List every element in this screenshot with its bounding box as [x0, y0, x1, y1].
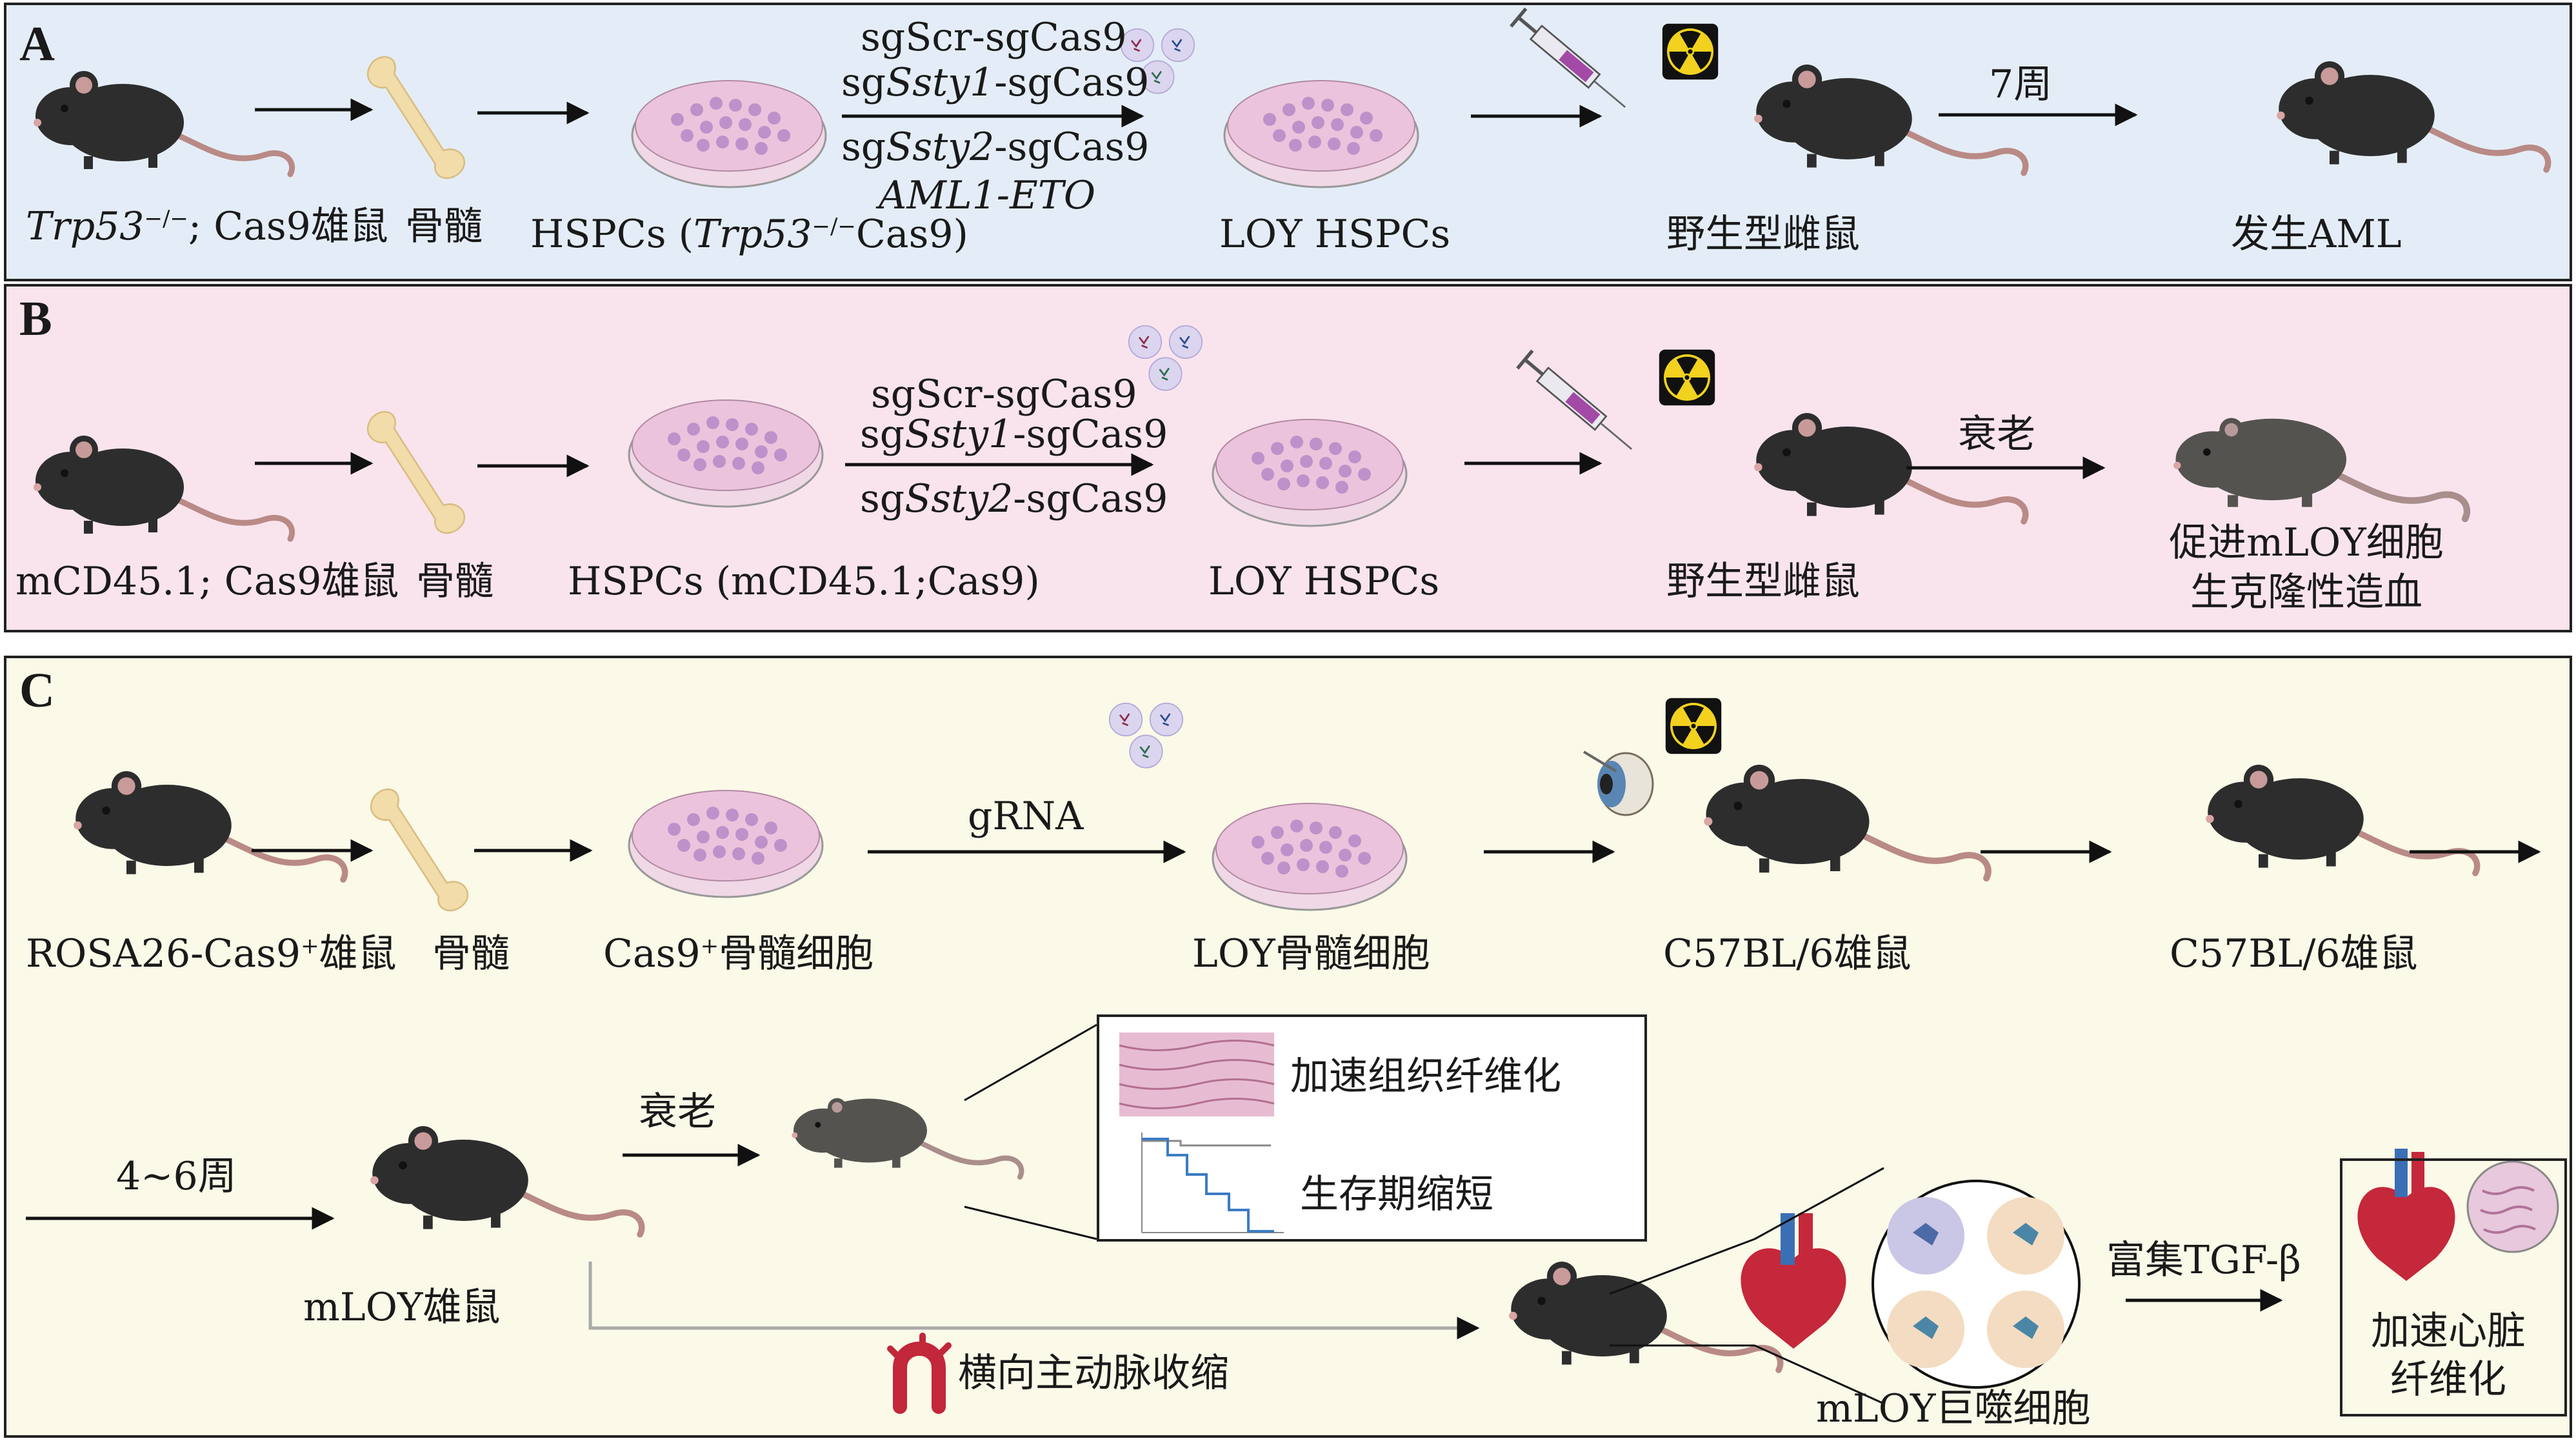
fibrotic-heart-icon: [2357, 1149, 2455, 1281]
panel-a-bone-label: 骨髓: [405, 204, 483, 249]
panel-a-sg-ssty2: sgSsty2-sgCas9: [841, 126, 1149, 168]
sg2-b-pre: sg: [860, 476, 905, 521]
panel-c-grna: gRNA: [968, 794, 1084, 839]
hspc-a-pre: HSPCs (: [530, 212, 694, 257]
panel-b-outcome-line2: 生克隆性造血: [2190, 570, 2422, 615]
panel-c-tgf: 富集TGF-β: [2106, 1238, 2301, 1283]
panel-c-macrophage: mLOY巨噬细胞: [1816, 1386, 2091, 1431]
panel-a-sg-ssty1: sgSsty1-sgCas9: [841, 61, 1149, 104]
donor-genotype-sup: −/−: [144, 206, 188, 232]
hspc-a-post: Cas9): [855, 212, 968, 257]
panel-b-sg-ssty2: sgSsty2-sgCas9: [860, 478, 1168, 520]
donor-c-pre: ROSA26-Cas9: [26, 931, 301, 976]
panel-c-recipient2: C57BL/6雄鼠: [2170, 931, 2418, 976]
panel-c-row2-drawings: [26, 1023, 2559, 1414]
panel-b-wt-label: 野生型雌鼠: [1666, 559, 1860, 604]
panel-a-letter: A: [19, 17, 55, 71]
panel-c-heart-line2: 纤维化: [2390, 1357, 2506, 1402]
panel-c-row1-drawings: [74, 698, 2541, 912]
heart-icon: [1741, 1213, 1846, 1349]
sg2-a-italic: Ssty2: [886, 125, 995, 170]
histology-thumbnail-icon: [1119, 1033, 1274, 1116]
panel-c-bone-label: 骨髓: [432, 931, 510, 976]
survival-curve-icon: [1141, 1133, 1284, 1233]
panel-c-cells-label: Cas9+骨髓细胞: [603, 932, 874, 975]
panel-a-drawings: [34, 8, 2548, 188]
donor-c-sup: +: [301, 933, 319, 959]
sg1-a-italic: Ssty1: [886, 60, 995, 105]
panel-c-mloy-mouse: mLOY雄鼠: [303, 1285, 501, 1330]
panel-a-loy-label: LOY HSPCs: [1219, 212, 1451, 257]
panel-b-loy-label: LOY HSPCs: [1208, 559, 1440, 604]
sg1-b-pre: sg: [860, 412, 905, 457]
panel-b-letter: B: [19, 292, 52, 346]
panel-b-sg-ssty1: sgSsty1-sgCas9: [860, 413, 1168, 456]
panel-c-letter: C: [19, 663, 55, 718]
panel-a-weeks: 7周: [1989, 62, 2053, 107]
panel-c-weeks: 4~6周: [116, 1154, 237, 1199]
panel-c-donor-label: ROSA26-Cas9+雄鼠: [26, 932, 397, 975]
panel-b-bone-label: 骨髓: [416, 559, 494, 604]
panel-b-drawings: [34, 325, 2467, 539]
panel-c-heart-line1: 加速心脏: [2371, 1309, 2526, 1354]
sg1-a-pre: sg: [841, 60, 886, 105]
panel-a-outcome: 发生AML: [2231, 212, 2402, 257]
panel-c-survival: 生存期缩短: [1300, 1172, 1493, 1217]
aorta-icon: [887, 1333, 952, 1414]
sg2-a-post: -sgCas9: [994, 125, 1150, 170]
panel-b-aging: 衰老: [1958, 412, 2035, 457]
macrophage-cluster-icon: [1872, 1180, 2081, 1389]
panel-c-aging: 衰老: [639, 1089, 716, 1134]
hspc-a-italic: Trp53: [693, 212, 812, 257]
panel-a-sg-scr: sgScr-sgCas9: [861, 15, 1127, 60]
sg1-b-italic: Ssty1: [904, 412, 1013, 457]
heart-fibrosis-box: [2340, 1158, 2567, 1416]
donor-genotype-italic: Trp53: [26, 204, 145, 249]
panel-b-outcome-line1: 促进mLOY细胞: [2169, 520, 2444, 565]
sg2-a-pre: sg: [841, 125, 886, 170]
sg2-b-post: -sgCas9: [1013, 476, 1168, 521]
panel-a-hspc-label: HSPCs (Trp53−/−Cas9): [530, 213, 968, 256]
sg2-b-italic: Ssty2: [904, 476, 1013, 521]
sg1-a-post: -sgCas9: [994, 60, 1150, 105]
donor-genotype-rest: ; Cas9雄鼠: [188, 204, 388, 249]
panel-b-sg-scr: sgScr-sgCas9: [871, 372, 1137, 417]
panel-c-fibrosis: 加速组织纤维化: [1290, 1054, 1561, 1099]
cells-c-pre: Cas9: [603, 931, 701, 976]
hspc-a-sup: −/−: [812, 214, 856, 239]
cells-c-post: 骨髓细胞: [719, 931, 874, 976]
panel-b-donor-label: mCD45.1; Cas9雄鼠: [15, 559, 399, 604]
panel-b-hspc-label: HSPCs (mCD45.1;Cas9): [568, 559, 1040, 604]
eye-icon: [1583, 751, 1654, 816]
donor-c-post: 雄鼠: [319, 931, 397, 976]
panel-c-loy-cells: LOY骨髓细胞: [1192, 931, 1430, 976]
sg1-b-post: -sgCas9: [1013, 412, 1168, 457]
panel-a-donor-label: Trp53−/−; Cas9雄鼠: [26, 205, 388, 248]
panel-c-tac: 横向主动脉收缩: [958, 1351, 1229, 1396]
cells-c-sup: +: [700, 933, 719, 959]
panel-a-aml1-eto: AML1-ETO: [879, 173, 1096, 218]
panel-c-recipient1: C57BL/6雄鼠: [1663, 931, 1912, 976]
panel-a-wt-label: 野生型雌鼠: [1666, 212, 1860, 257]
